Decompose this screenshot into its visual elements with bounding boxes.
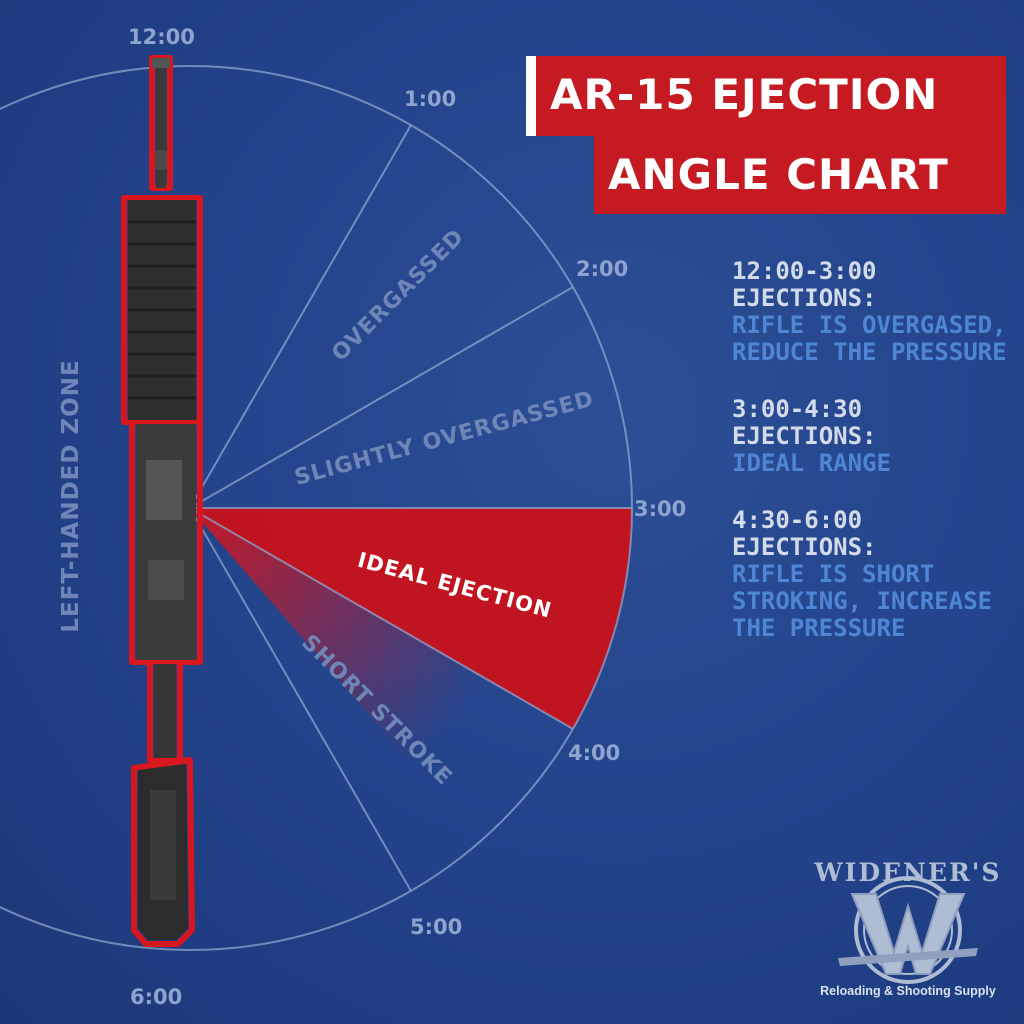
clock-label-6: 6:00 (130, 985, 182, 1009)
chart-title: AR-15 EJECTION ANGLE CHART (526, 56, 1006, 214)
note-body: RIFLE IS SHORT STROKING, INCREASE THE PR… (732, 560, 993, 642)
wideners-logo: WIDENER'S Reloading & Shooting Supply (808, 848, 1008, 1013)
clock-label-1: 1:00 (404, 87, 456, 111)
note-body: RIFLE IS OVERGASED, REDUCE THE PRESSURE (732, 311, 1007, 366)
note-body: IDEAL RANGE (732, 449, 891, 477)
divider-2-00 (189, 286, 574, 509)
note-heading: 3:00-4:30 EJECTIONS: (732, 395, 877, 450)
zone-label-left-handed: LEFT-HANDED ZONE (58, 359, 84, 632)
ejection-notes: 12:00-3:00 EJECTIONS: RIFLE IS OVERGASED… (732, 258, 1018, 672)
title-line-2-box: ANGLE CHART (594, 136, 1006, 214)
ideal-ejection-wedge (190, 508, 633, 729)
radial-dividers (189, 124, 632, 892)
title-line-2: ANGLE CHART (608, 150, 949, 199)
logo-tagline: Reloading & Shooting Supply (820, 984, 996, 998)
title-line-1-box: AR-15 EJECTION (526, 56, 1006, 136)
logo-brand-name: WIDENER'S (814, 858, 1002, 887)
note-heading: 12:00-3:00 EJECTIONS: (732, 257, 877, 312)
note-short-stroke: 4:30-6:00 EJECTIONS: RIFLE IS SHORT STRO… (732, 507, 1018, 642)
w-emblem-icon (838, 876, 978, 984)
zone-label-overgassed: OVERGASSED (327, 224, 469, 366)
clock-label-4: 4:00 (568, 741, 620, 765)
note-overgassed: 12:00-3:00 EJECTIONS: RIFLE IS OVERGASED… (732, 258, 1018, 366)
ar15-rifle-icon (121, 55, 203, 947)
title-line-1: AR-15 EJECTION (550, 70, 939, 119)
clock-label-3: 3:00 (634, 497, 686, 521)
divider-1-00 (189, 124, 412, 509)
note-heading: 4:30-6:00 EJECTIONS: (732, 506, 877, 561)
short-stroke-glow (190, 508, 573, 836)
zone-label-slightly-overgassed: SLIGHTLY OVERGASSED (292, 387, 597, 491)
clock-label-12: 12:00 (128, 25, 195, 49)
clock-label-2: 2:00 (576, 257, 628, 281)
note-ideal: 3:00-4:30 EJECTIONS: IDEAL RANGE (732, 396, 1018, 477)
divider-4-00 (189, 507, 574, 730)
clock-label-5: 5:00 (410, 915, 462, 939)
divider-5-00 (189, 507, 412, 892)
